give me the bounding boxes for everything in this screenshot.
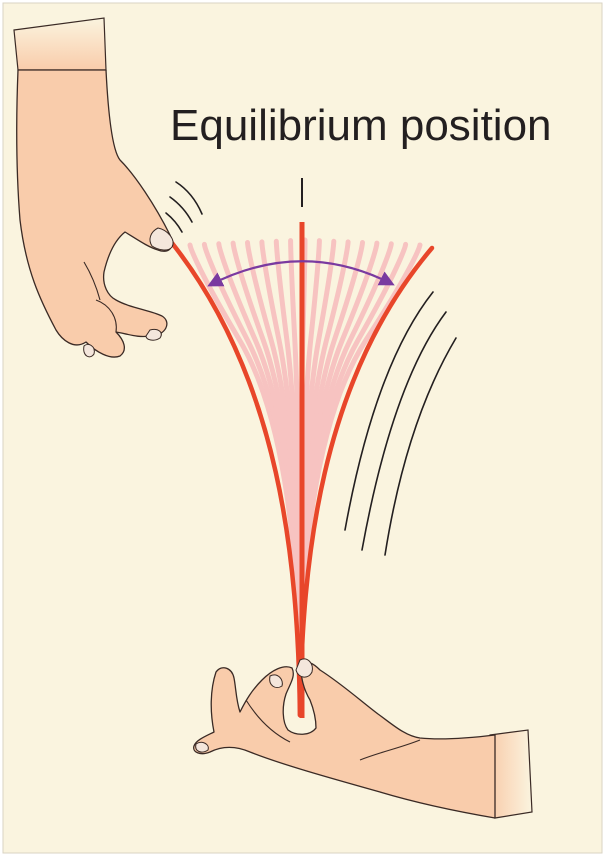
- equilibrium-label: Equilibrium position: [170, 104, 600, 148]
